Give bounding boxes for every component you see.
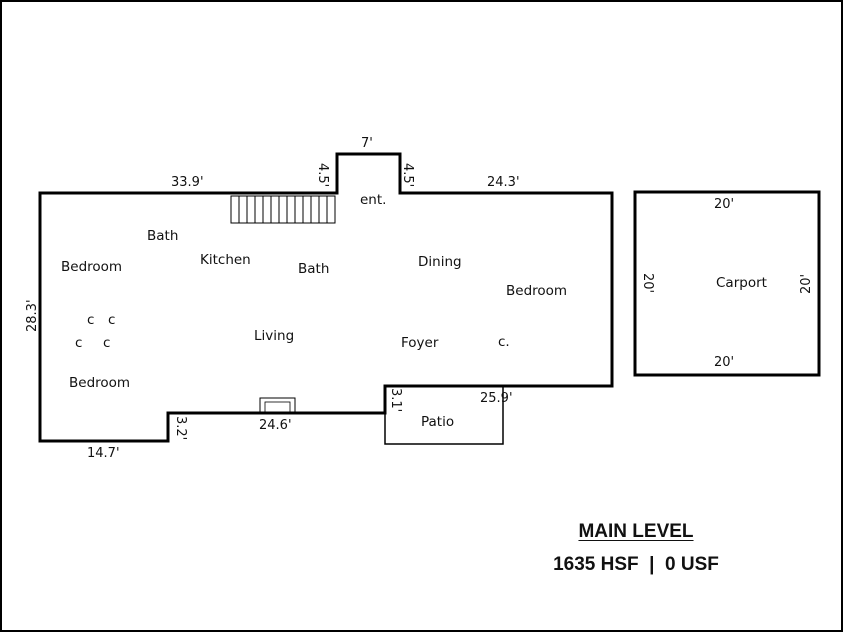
- house-outline: [38, 152, 614, 443]
- room-carport: Carport: [716, 275, 767, 291]
- dimension-notch-right: 4.5': [400, 163, 415, 187]
- dimension-top-left: 33.9': [171, 175, 204, 190]
- dimension-notch-left: 4.5': [315, 163, 330, 187]
- dimension-notch-top: 7': [361, 136, 373, 151]
- dimension-carport-left: 20': [640, 273, 655, 293]
- dimension-bottom-mid: 24.6': [259, 418, 292, 433]
- fireplace: [259, 397, 296, 413]
- room-patio: Patio: [421, 414, 454, 430]
- room-foyer: Foyer: [401, 335, 439, 351]
- room-bath-left: Bath: [147, 228, 178, 244]
- room-dining: Dining: [418, 254, 462, 270]
- stairs: [230, 195, 336, 224]
- room-closet: c: [75, 335, 82, 351]
- room-kitchen: Kitchen: [200, 252, 251, 268]
- dimension-bottom-left: 14.7': [87, 446, 120, 461]
- room-closet: c: [103, 335, 110, 351]
- room-bedroom-upper-left: Bedroom: [61, 259, 122, 275]
- dimension-top-right: 24.3': [487, 175, 520, 190]
- patio-outline: [384, 386, 504, 445]
- room-closet: c: [87, 312, 94, 328]
- dimension-left-side: 28.3': [25, 299, 40, 332]
- square-footage-summary: 1635 HSF | 0 USF: [553, 554, 719, 575]
- room-living: Living: [254, 328, 294, 344]
- room-bedroom-lower-left: Bedroom: [69, 375, 130, 391]
- dimension-carport-right: 20': [799, 274, 814, 294]
- dimension-bottom-right: 25.9': [480, 391, 513, 406]
- dimension-bottom-step: 3.2': [173, 416, 188, 440]
- room-closet-right: c.: [498, 334, 510, 350]
- room-bath-center: Bath: [298, 261, 329, 277]
- dimension-carport-top: 20': [714, 197, 734, 212]
- level-title: MAIN LEVEL: [578, 521, 694, 542]
- room-entry: ent.: [360, 192, 386, 208]
- dimension-patio-step: 3.1': [388, 388, 403, 412]
- room-bedroom-right: Bedroom: [506, 283, 567, 299]
- room-closet: c: [108, 312, 115, 328]
- carport-outline: [633, 190, 821, 377]
- dimension-carport-bottom: 20': [714, 355, 734, 370]
